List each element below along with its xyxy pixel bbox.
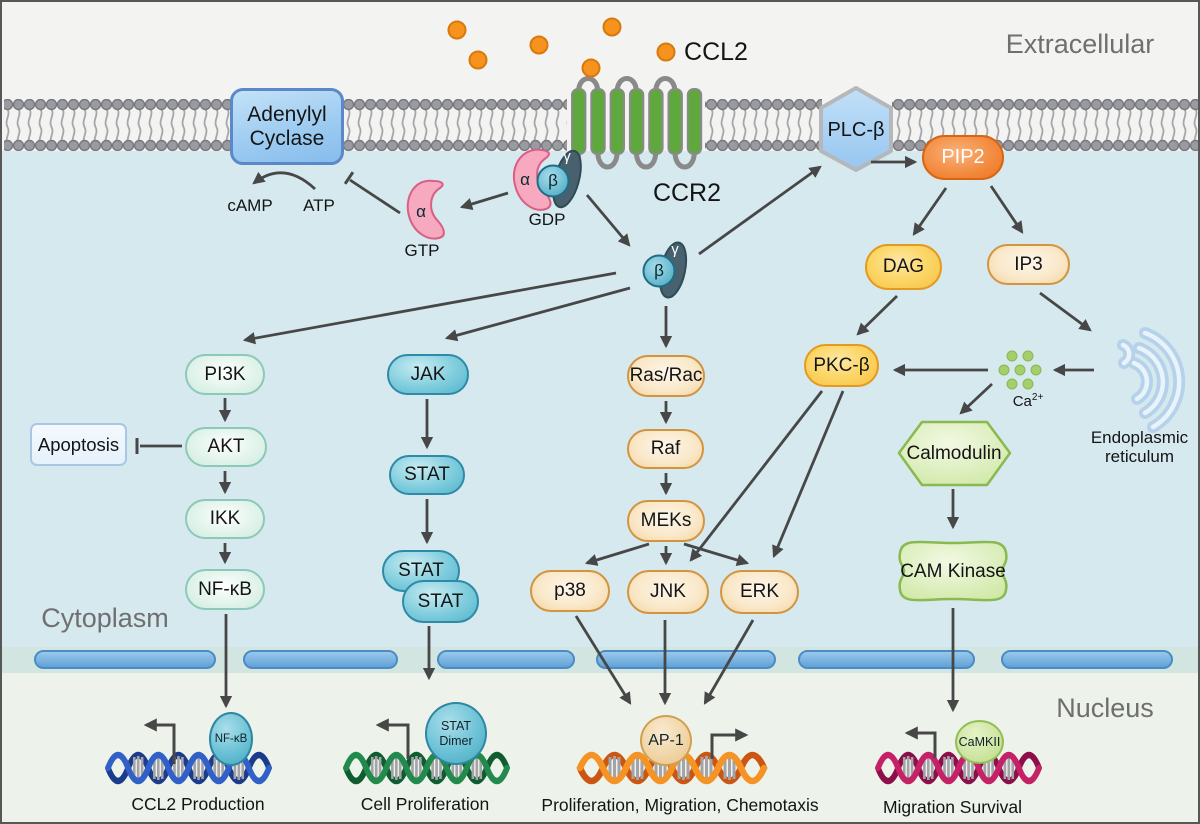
stat-node: STAT [389,455,465,495]
dag-node: DAG [865,244,942,290]
ccl2-label: CCL2 [684,38,748,66]
dna-cell-proliferation-icon [346,755,507,781]
extracellular-label: Extracellular [1005,29,1155,59]
g-beta-letter: β [548,171,558,190]
nucleus-label: Nucleus [1056,693,1154,723]
camp-label: cAMP [227,196,273,215]
cam-kinase-icon [898,540,1008,602]
free-gamma-letter: γ [671,241,679,258]
signal-arrows [135,155,1094,713]
er-label: Endoplasmic reticulum [1082,428,1197,466]
er-label-line1: Endoplasmic [1090,428,1189,447]
stat-dimer-label-line1: STAT [440,719,472,734]
calcium-symbol: Ca [1012,393,1032,410]
meks-node: MEKs [627,500,705,542]
g-protein-trimer-icon [512,148,582,211]
calmodulin-icon [897,420,1012,487]
outcome-proliferation-migration-chemotaxis: Proliferation, Migration, Chemotaxis [541,795,819,815]
pip2-node: PIP2 [922,135,1004,180]
stat-dimer-circle: STAT Dimer [425,702,487,765]
nfkb-node: NF-κB [185,569,265,610]
g-alpha-gtp-letter: α [416,202,426,221]
calcium-label: Ca2+ [998,392,1058,411]
free-beta-letter: β [654,261,664,280]
stat-dimer-label-line2: Dimer [439,733,473,748]
adenylyl-cyclase-label-line1: Adenylyl [247,102,327,126]
g-gamma-letter: γ [563,148,571,165]
cam-kinase-label: CAM Kinase [900,561,1006,582]
adenylyl-cyclase-label-line2: Cyclase [249,126,325,150]
calcium-charge: 2+ [1031,392,1044,403]
g-alpha-gtp-icon [406,179,445,240]
jak-node: JAK [387,354,469,395]
ras-rac-node: Ras/Rac [627,355,705,397]
apoptosis-node: Apoptosis [30,423,127,466]
ccl2-ligand-icon [447,17,676,78]
plc-beta-label: PLC-β [827,119,885,141]
outcome-migration-survival: Migration Survival [882,797,1023,817]
raf-node: Raf [627,429,704,469]
cytoplasm-label: Cytoplasm [41,603,169,633]
atp-label: ATP [303,196,335,215]
outcome-cell-proliferation: Cell Proliferation [360,794,490,814]
ap1-tf-circle: AP-1 [640,715,692,766]
ccr2-label: CCR2 [652,179,722,207]
nuclear-pore-segments [34,650,1173,669]
transcription-arrows [143,718,937,764]
akt-node: AKT [185,427,267,467]
calcium-ions-icon [998,350,1042,390]
gtp-label: GTP [404,241,440,260]
ip3-node: IP3 [987,244,1070,285]
jnk-node: JNK [627,570,709,614]
nfkb-tf-circle: NF-κB [209,712,253,766]
outcome-ccl2-production: CCL2 Production [131,794,265,814]
pkc-beta-node: PKC-β [804,344,879,387]
erk-node: ERK [720,570,799,614]
ccr2-receptor-icon [568,76,703,175]
er-label-line2: reticulum [1105,447,1174,467]
camkii-tf-circle: CaMKII [955,720,1004,764]
dna-camkii-icon [878,755,1039,781]
pi3k-node: PI3K [185,354,265,395]
stat-dimer-node-2: STAT [402,580,479,623]
p38-node: p38 [530,570,610,612]
g-beta-gamma-icon [642,241,688,299]
gdp-label: GDP [528,210,566,229]
g-alpha-letter: α [520,170,530,189]
adenylyl-cyclase-node: Adenylyl Cyclase [230,88,344,165]
endoplasmic-reticulum-icon [1117,327,1186,433]
plc-beta-icon [819,86,893,172]
calmodulin-label: Calmodulin [906,443,1002,464]
ikk-node: IKK [185,499,265,539]
